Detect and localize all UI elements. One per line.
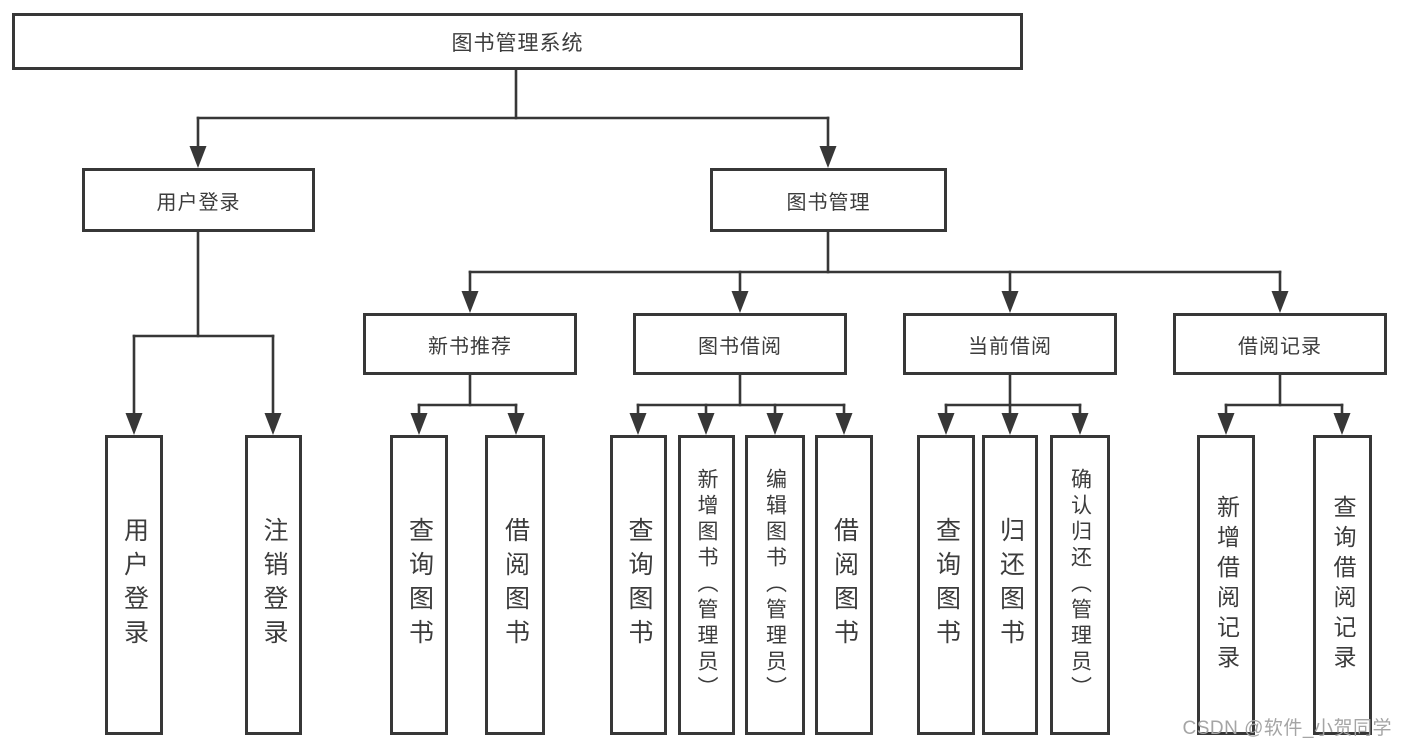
leaf-return-books: 归还图书	[982, 435, 1038, 735]
leaf-query-borrow-record: 查询借阅记录	[1313, 435, 1372, 735]
leaf-borrow-books-recommend: 借阅图书	[485, 435, 545, 735]
leaf-user-login-label: 用户登录	[120, 517, 149, 653]
leaf-add-books-admin: 新增图书（管理员）	[678, 435, 735, 735]
leaf-add-borrow-record: 新增借阅记录	[1197, 435, 1255, 735]
leaf-borrow-books-recommend-label: 借阅图书	[501, 517, 530, 653]
node-borrow-records: 借阅记录	[1173, 313, 1387, 375]
leaf-confirm-return-admin: 确认归还（管理员）	[1050, 435, 1110, 735]
leaf-return-books-label: 归还图书	[996, 517, 1025, 653]
leaf-query-books-recommend: 查询图书	[390, 435, 448, 735]
node-current-borrow-label: 当前借阅	[968, 335, 1052, 358]
node-book-management-label: 图书管理	[786, 191, 871, 214]
leaf-borrow-books-label: 借阅图书	[830, 517, 859, 653]
arrowheads	[125, 146, 1351, 435]
leaf-user-login: 用户登录	[105, 435, 163, 735]
node-borrow-records-label: 借阅记录	[1238, 335, 1322, 358]
node-new-book-recommend: 新书推荐	[363, 313, 577, 375]
node-book-management: 图书管理	[710, 168, 947, 232]
leaf-add-books-admin-label: 新增图书（管理员）	[695, 468, 718, 702]
leaf-add-borrow-record-label: 新增借阅记录	[1213, 495, 1240, 675]
watermark: CSDN @软件_小贺同学	[1182, 718, 1392, 739]
leaf-query-books-current: 查询图书	[917, 435, 975, 735]
leaf-query-books-current-label: 查询图书	[932, 517, 961, 653]
leaf-edit-books-admin-label: 编辑图书（管理员）	[763, 468, 787, 702]
leaf-query-books-recommend-label: 查询图书	[405, 517, 434, 653]
node-current-borrow: 当前借阅	[903, 313, 1117, 375]
node-root: 图书管理系统	[12, 13, 1023, 70]
leaf-logout: 注销登录	[245, 435, 302, 735]
node-book-borrow: 图书借阅	[633, 313, 847, 375]
leaf-query-books-borrow: 查询图书	[610, 435, 667, 735]
leaf-logout-label: 注销登录	[260, 517, 288, 653]
node-new-book-recommend-label: 新书推荐	[428, 335, 512, 358]
leaf-query-books-borrow-label: 查询图书	[625, 517, 653, 653]
leaf-edit-books-admin: 编辑图书（管理员）	[745, 435, 805, 735]
leaf-borrow-books: 借阅图书	[815, 435, 873, 735]
node-root-label: 图书管理系统	[451, 31, 584, 55]
leaf-query-borrow-record-label: 查询借阅记录	[1330, 495, 1356, 675]
node-book-borrow-label: 图书借阅	[698, 335, 782, 358]
node-user-login-label: 用户登录	[156, 191, 241, 214]
leaf-confirm-return-admin-label: 确认归还（管理员）	[1068, 468, 1092, 702]
node-user-login: 用户登录	[82, 168, 315, 232]
